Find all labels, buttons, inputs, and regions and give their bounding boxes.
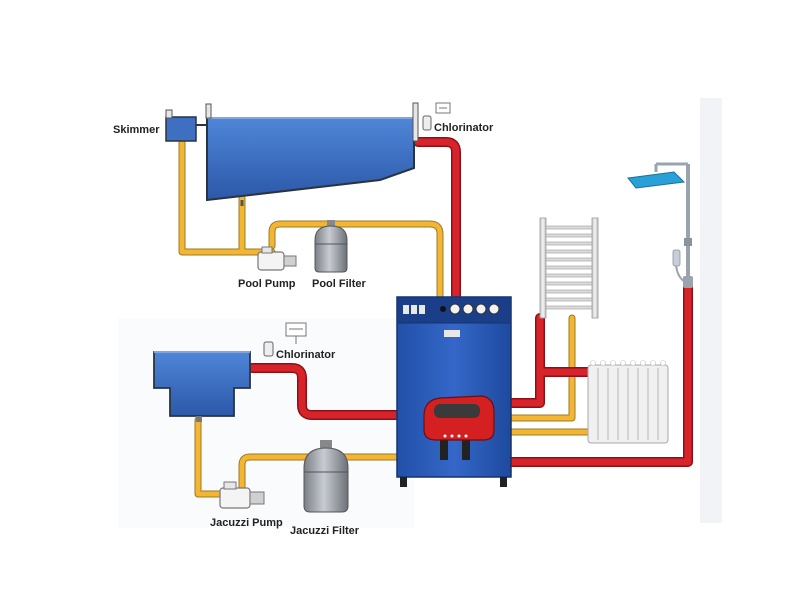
shower-wall-panel	[700, 98, 722, 523]
skimmer	[165, 103, 212, 142]
pool	[206, 117, 415, 206]
jacuzzi	[153, 351, 251, 422]
boiler-icon	[396, 296, 512, 487]
pump-icon	[219, 481, 265, 509]
sand-filter-icon	[314, 220, 348, 273]
chlorinator-pool-label: Chlorinator	[434, 122, 494, 134]
pump-icon	[257, 246, 297, 271]
chlorinator-icon	[412, 102, 451, 142]
pool-water	[207, 118, 414, 200]
towel-rail-icon	[539, 217, 599, 319]
skimmer-label: Skimmer	[113, 124, 160, 136]
rain-shower-icon	[627, 162, 693, 288]
chlorinator-jacuzzi-label: Chlorinator	[276, 349, 336, 361]
cold-pipes	[178, 136, 592, 498]
pool-pump-label: Pool Pump	[238, 278, 296, 290]
jacuzzi-pump-label: Jacuzzi Pump	[210, 517, 283, 529]
pool-filter-label: Pool Filter	[312, 278, 367, 290]
hot-pipes	[247, 137, 693, 467]
jacuzzi-filter-label: Jacuzzi Filter	[290, 525, 360, 537]
sand-filter-icon	[303, 440, 349, 513]
radiator-icon	[587, 360, 669, 444]
jacuzzi-water	[153, 351, 251, 417]
chlorinator-icon	[263, 322, 307, 357]
burner-icon	[423, 395, 495, 460]
